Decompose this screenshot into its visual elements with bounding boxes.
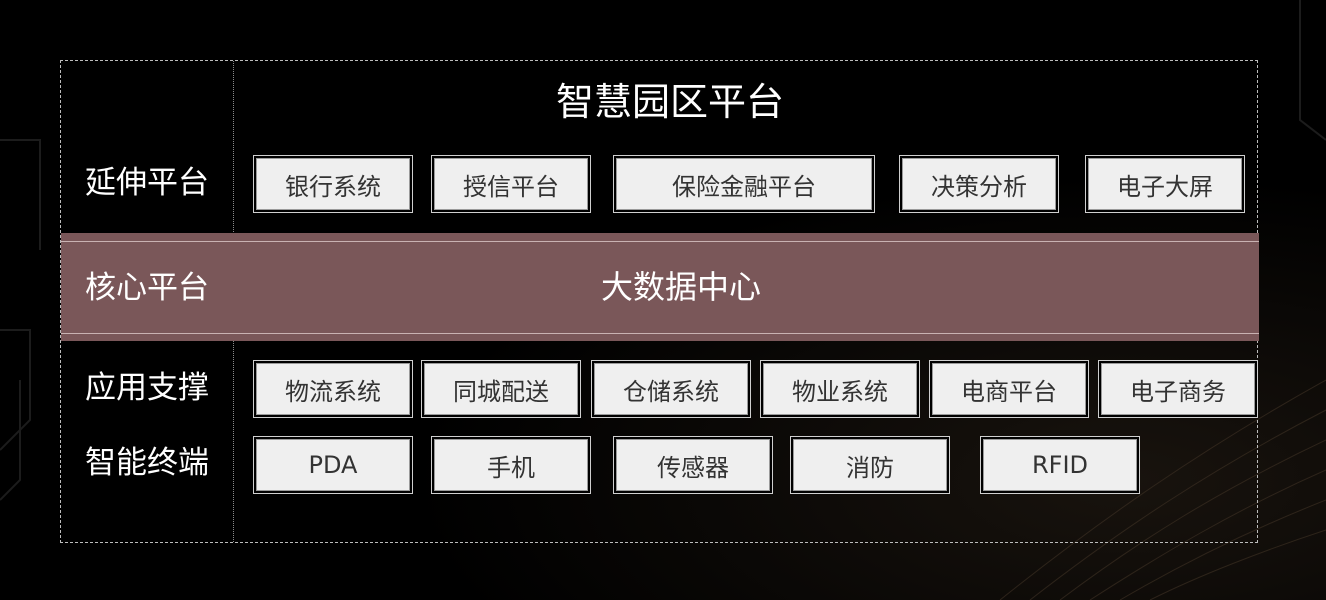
box-fire-protection[interactable]: 消防 xyxy=(790,436,950,494)
core-platform-band: 大数据中心 xyxy=(61,233,1259,341)
band-top-line xyxy=(61,241,1259,242)
box-insurance-finance[interactable]: 保险金融平台 xyxy=(613,155,875,213)
row-label-core: 核心平台 xyxy=(85,270,209,306)
box-bank-system[interactable]: 银行系统 xyxy=(253,155,413,213)
box-decision-analysis[interactable]: 决策分析 xyxy=(899,155,1059,213)
page-title: 智慧园区平台 xyxy=(555,80,784,124)
box-mobile-phone[interactable]: 手机 xyxy=(431,436,591,494)
box-rfid[interactable]: RFID xyxy=(980,436,1140,494)
box-ecommerce-platform[interactable]: 电商平台 xyxy=(929,360,1089,418)
band-bottom-line xyxy=(61,333,1259,334)
box-sensor[interactable]: 传感器 xyxy=(613,436,773,494)
row-label-extension: 延伸平台 xyxy=(85,165,209,201)
box-logistics-system[interactable]: 物流系统 xyxy=(253,360,413,418)
box-property-system[interactable]: 物业系统 xyxy=(760,360,920,418)
box-credit-platform[interactable]: 授信平台 xyxy=(431,155,591,213)
box-warehouse-system[interactable]: 仓储系统 xyxy=(591,360,751,418)
box-e-business[interactable]: 电子商务 xyxy=(1098,360,1258,418)
big-data-center[interactable]: 大数据中心 xyxy=(600,268,761,306)
box-pda[interactable]: PDA xyxy=(253,436,413,494)
box-city-delivery[interactable]: 同城配送 xyxy=(421,360,581,418)
row-label-support: 应用支撑 xyxy=(85,370,209,406)
row-label-terminal: 智能终端 xyxy=(85,445,209,481)
box-big-screen[interactable]: 电子大屏 xyxy=(1085,155,1245,213)
